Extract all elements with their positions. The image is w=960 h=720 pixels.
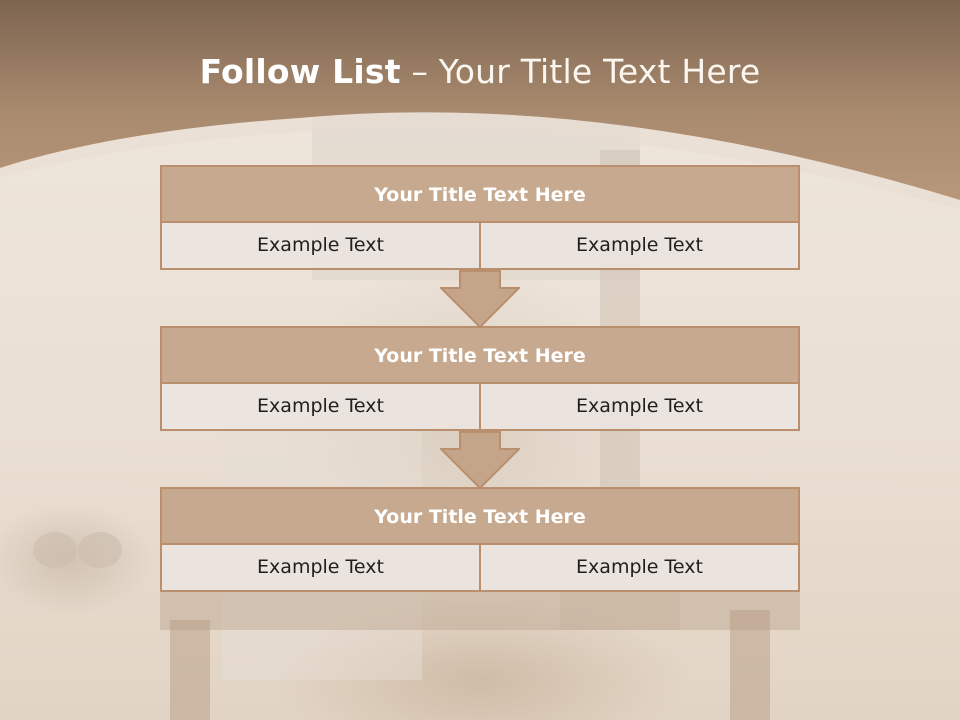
slide-title-bold: Follow List xyxy=(199,52,401,91)
step-cell-right: Example Text xyxy=(576,556,703,578)
step-box-2: Your Title Text Here Example Text Exampl… xyxy=(160,326,800,431)
step-box-1: Your Title Text Here Example Text Exampl… xyxy=(160,165,800,270)
step-title: Your Title Text Here xyxy=(162,167,798,223)
down-arrow-icon xyxy=(440,270,520,328)
step-box-3: Your Title Text Here Example Text Exampl… xyxy=(160,487,800,592)
header-band xyxy=(0,0,960,210)
step-cell-right: Example Text xyxy=(576,395,703,417)
step-cell-left: Example Text xyxy=(162,384,481,431)
step-cell-right: Example Text xyxy=(576,234,703,256)
step-cell-left: Example Text xyxy=(162,545,481,592)
step-title: Your Title Text Here xyxy=(162,489,798,545)
slide-title-separator: – xyxy=(400,52,439,91)
down-arrow-icon xyxy=(440,431,520,489)
slide-title-rest: Your Title Text Here xyxy=(438,52,761,91)
step-title: Your Title Text Here xyxy=(162,328,798,384)
step-cell-left: Example Text xyxy=(162,223,481,270)
slide-title: Follow List – Your Title Text Here xyxy=(0,52,960,91)
